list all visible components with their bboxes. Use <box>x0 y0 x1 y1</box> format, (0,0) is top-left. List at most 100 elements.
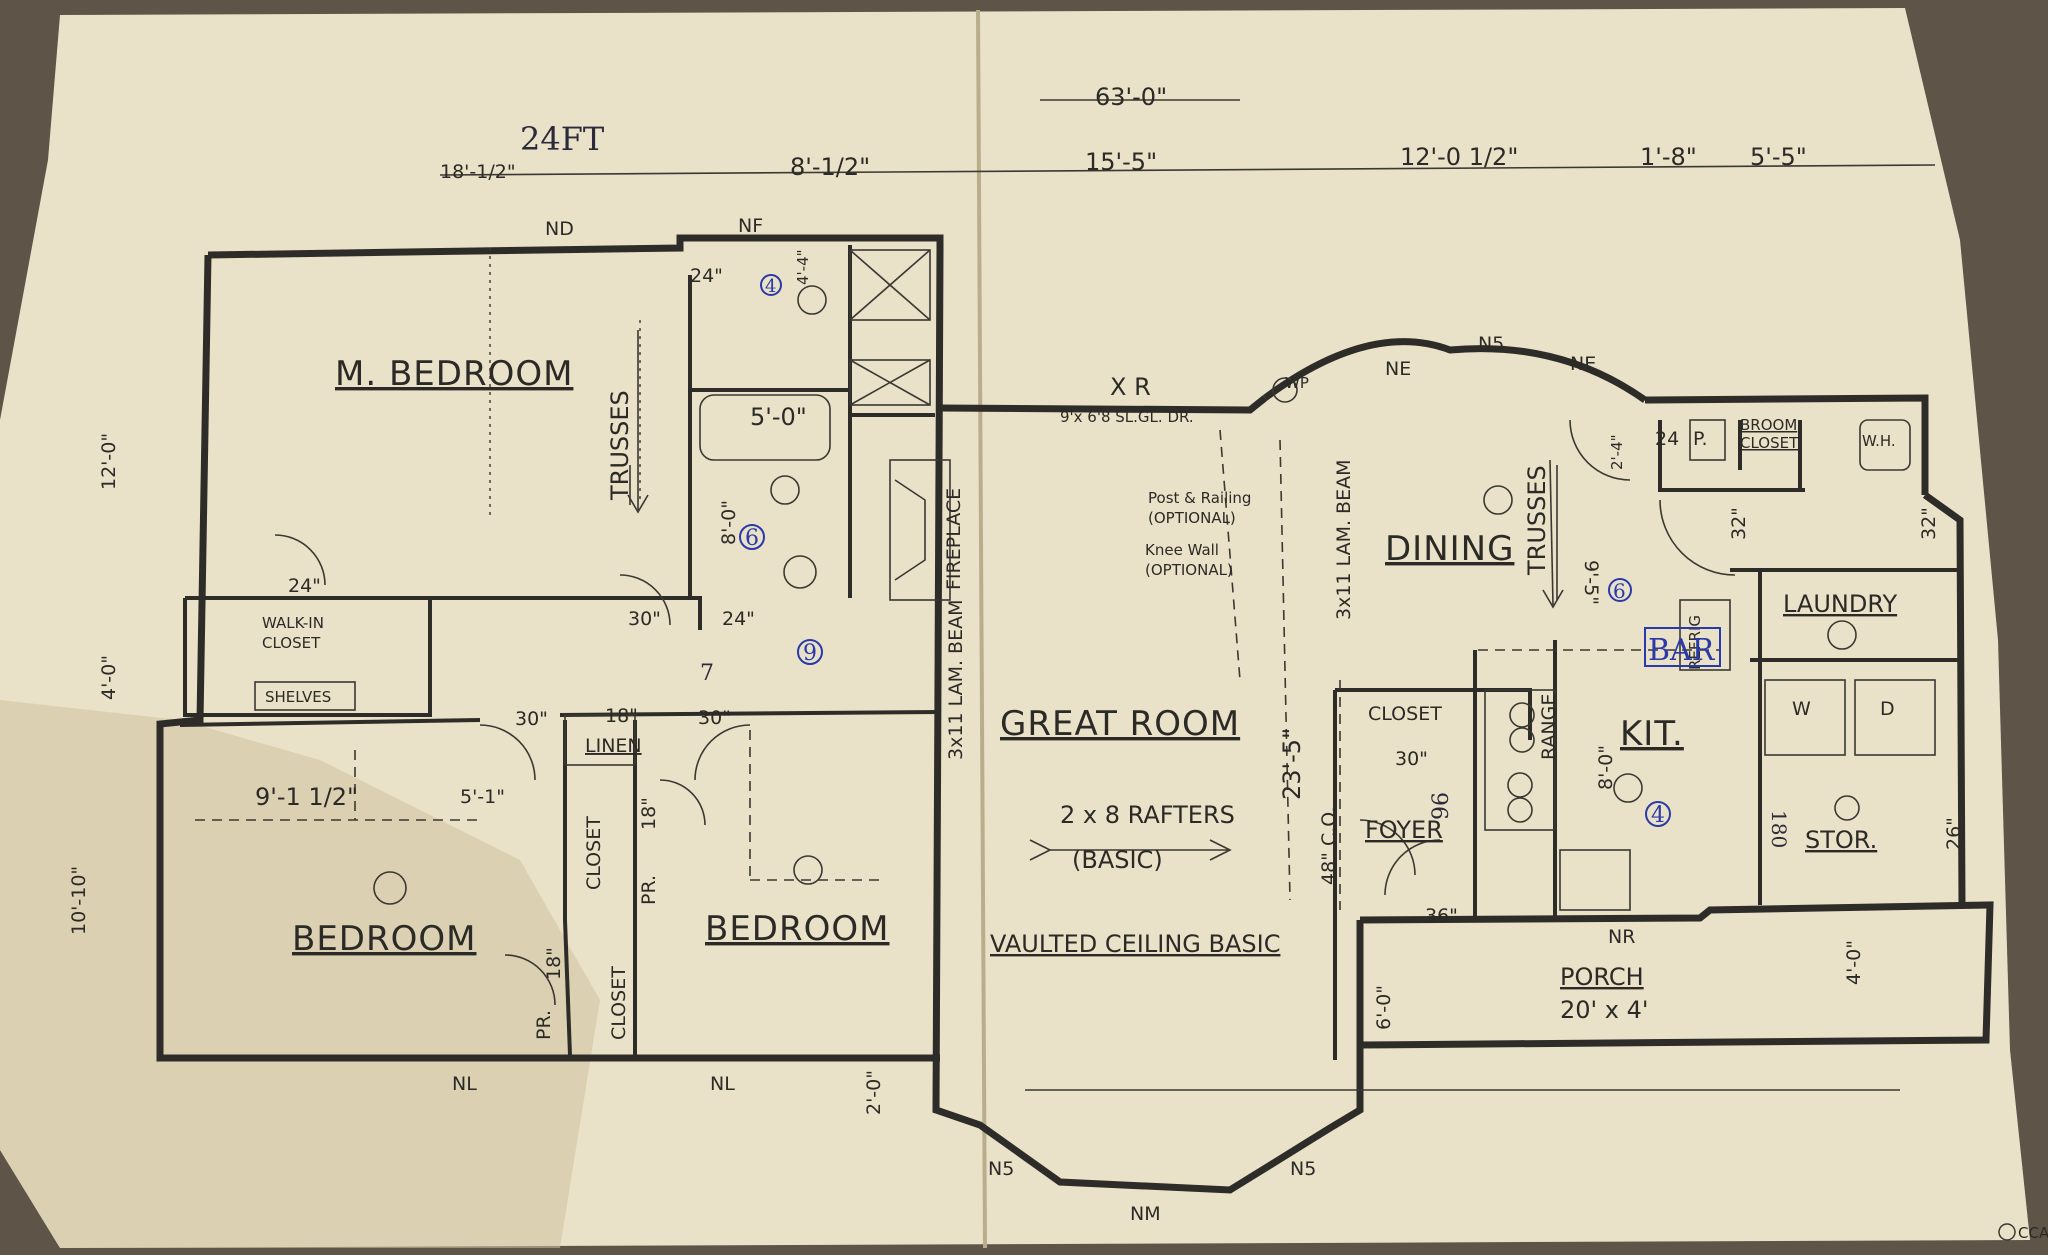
label-32in: 32" <box>1728 507 1750 540</box>
label-24: 24 <box>1655 428 1679 450</box>
watermark-text: CCAR <box>2018 1224 2048 1242</box>
label-24in: 24" <box>288 575 321 597</box>
dim-9-5: 9'-5" <box>1580 560 1602 605</box>
dim-8-0: 8'-0" <box>718 500 740 545</box>
hand-6-b: 6 <box>1613 579 1626 603</box>
dim-d2: 8'-1/2" <box>790 153 870 181</box>
label-pr-2: PR. <box>533 1010 555 1040</box>
label-nr: NR <box>1608 926 1635 948</box>
dim-4-4: 4'-4" <box>794 249 812 285</box>
label-bar: BAR <box>1648 633 1716 668</box>
dim-6-0: 6'-0" <box>1373 985 1395 1030</box>
kitchen-sink <box>1559 849 1631 911</box>
label-walk-in-1: WALK-IN <box>262 614 324 632</box>
room-laundry: LAUNDRY <box>1783 590 1897 618</box>
label-walk-in-2: CLOSET <box>262 634 321 652</box>
ceiling-light <box>793 855 823 885</box>
ceiling-light <box>1827 620 1857 650</box>
room-m-bedroom: M. BEDROOM <box>335 354 573 394</box>
label-linen: LINEN <box>585 735 642 757</box>
label-nd: ND <box>545 218 574 240</box>
label-30in-1: 30" <box>628 608 661 630</box>
washer <box>1764 679 1846 756</box>
dim-left-12: 12'-0" <box>98 433 120 490</box>
dim-48co: 48" C.O. <box>1318 807 1340 886</box>
label-trusses-1: TRUSSES <box>606 390 634 501</box>
refrigerator <box>1679 599 1731 671</box>
label-knee-wall-2: (OPTIONAL) <box>1145 561 1233 579</box>
sink <box>783 555 817 589</box>
label-30in-2: 30" <box>515 708 548 730</box>
label-ne-2: NE <box>1570 353 1596 375</box>
dim-9-1: 9'-1 1/2" <box>255 783 358 811</box>
label-24in-vanity: 24" <box>722 608 755 630</box>
room-labels: M. BEDROOM BEDROOM BEDROOM GREAT ROOM DI… <box>292 354 1897 1024</box>
paper-stain <box>0 700 600 1248</box>
dim-d3: 15'-5" <box>1085 148 1157 176</box>
room-stor: STOR. <box>1805 826 1877 854</box>
dim-d4: 12'-0 1/2" <box>1400 143 1518 171</box>
label-fireplace: FIREPLACE <box>943 488 965 590</box>
label-slider: 9'x 6'8 SL.GL. DR. <box>1060 408 1194 426</box>
dim-overall: 63'-0" <box>1095 83 1167 111</box>
label-range: RANGE <box>1538 694 1560 760</box>
dryer <box>1854 679 1936 756</box>
label-24in-bath: 24" <box>690 265 723 287</box>
dim-2-0: 2'-0" <box>863 1070 885 1115</box>
ceiling-light <box>1834 795 1860 821</box>
paper-fold-line <box>976 9 987 1249</box>
label-broom-1: BROOM <box>1740 416 1797 434</box>
label-lam-beam-2: 3x11 LAM. BEAM <box>1333 460 1355 620</box>
label-wh: W.H. <box>1862 432 1896 450</box>
fireplace-box <box>889 459 951 601</box>
room-bedroom-left: BEDROOM <box>292 919 476 959</box>
label-trusses-2: TRUSSES <box>1523 465 1551 576</box>
dim-right-32: 32" <box>1918 507 1940 540</box>
ceiling-light <box>373 871 407 905</box>
label-18in-2: 18" <box>638 797 660 830</box>
label-18in-3: 18" <box>543 947 565 980</box>
toilet-2 <box>770 475 800 505</box>
dim-5-1: 5'-1" <box>460 786 505 808</box>
label-closet-2: CLOSET <box>608 966 630 1040</box>
label-nl-1: NL <box>452 1073 477 1095</box>
exterior-walls <box>156 234 1994 1194</box>
dim-2-4: 2'-4" <box>1608 434 1626 470</box>
bathtub <box>699 394 831 461</box>
label-n5-top: N5 <box>1478 333 1504 355</box>
dim-d6: 5'-5" <box>1750 143 1807 171</box>
label-w: W <box>1792 698 1811 720</box>
dim-hand-24ft: 24FT <box>520 120 605 158</box>
label-closet-1: CLOSET <box>583 816 605 890</box>
ceiling-light <box>1613 773 1643 803</box>
label-lam-beam-1: 3x11 LAM. BEAM <box>945 600 967 760</box>
room-kitchen: KIT. <box>1620 714 1684 754</box>
dim-right-26: 26" <box>1943 817 1965 850</box>
bar-box <box>1644 627 1721 667</box>
room-porch: PORCH <box>1560 963 1644 991</box>
fixtures <box>195 99 1936 1091</box>
label-wp: WP <box>1285 374 1309 392</box>
linen-closet <box>564 714 636 766</box>
dim-left-4: 4'-0" <box>98 655 120 700</box>
label-rafters: 2 x 8 RAFTERS <box>1060 801 1235 829</box>
label-36in: 36" <box>1425 905 1458 927</box>
label-pr-1: PR. <box>638 875 660 905</box>
dim-23-5: 23'-5" <box>1278 728 1306 800</box>
label-xr: X R <box>1110 373 1151 401</box>
label-n5-left: N5 <box>988 1158 1014 1180</box>
toilet-1 <box>797 285 827 315</box>
dim-4-0: 4'-0" <box>1843 940 1865 985</box>
dim-d1: 18'-1/2" <box>440 161 516 183</box>
label-basic: (BASIC) <box>1072 846 1163 874</box>
shelves-box <box>254 681 356 711</box>
ccar-watermark: CCAR <box>1998 1223 2048 1242</box>
label-30in-3: 30" <box>698 707 731 729</box>
label-closet-foyer: CLOSET <box>1368 703 1442 725</box>
label-d: D <box>1880 698 1895 720</box>
label-shelves: SHELVES <box>265 688 331 706</box>
porch-size: 20' x 4' <box>1560 996 1648 1024</box>
water-heater <box>1859 419 1911 471</box>
room-bedroom-right: BEDROOM <box>705 909 889 949</box>
